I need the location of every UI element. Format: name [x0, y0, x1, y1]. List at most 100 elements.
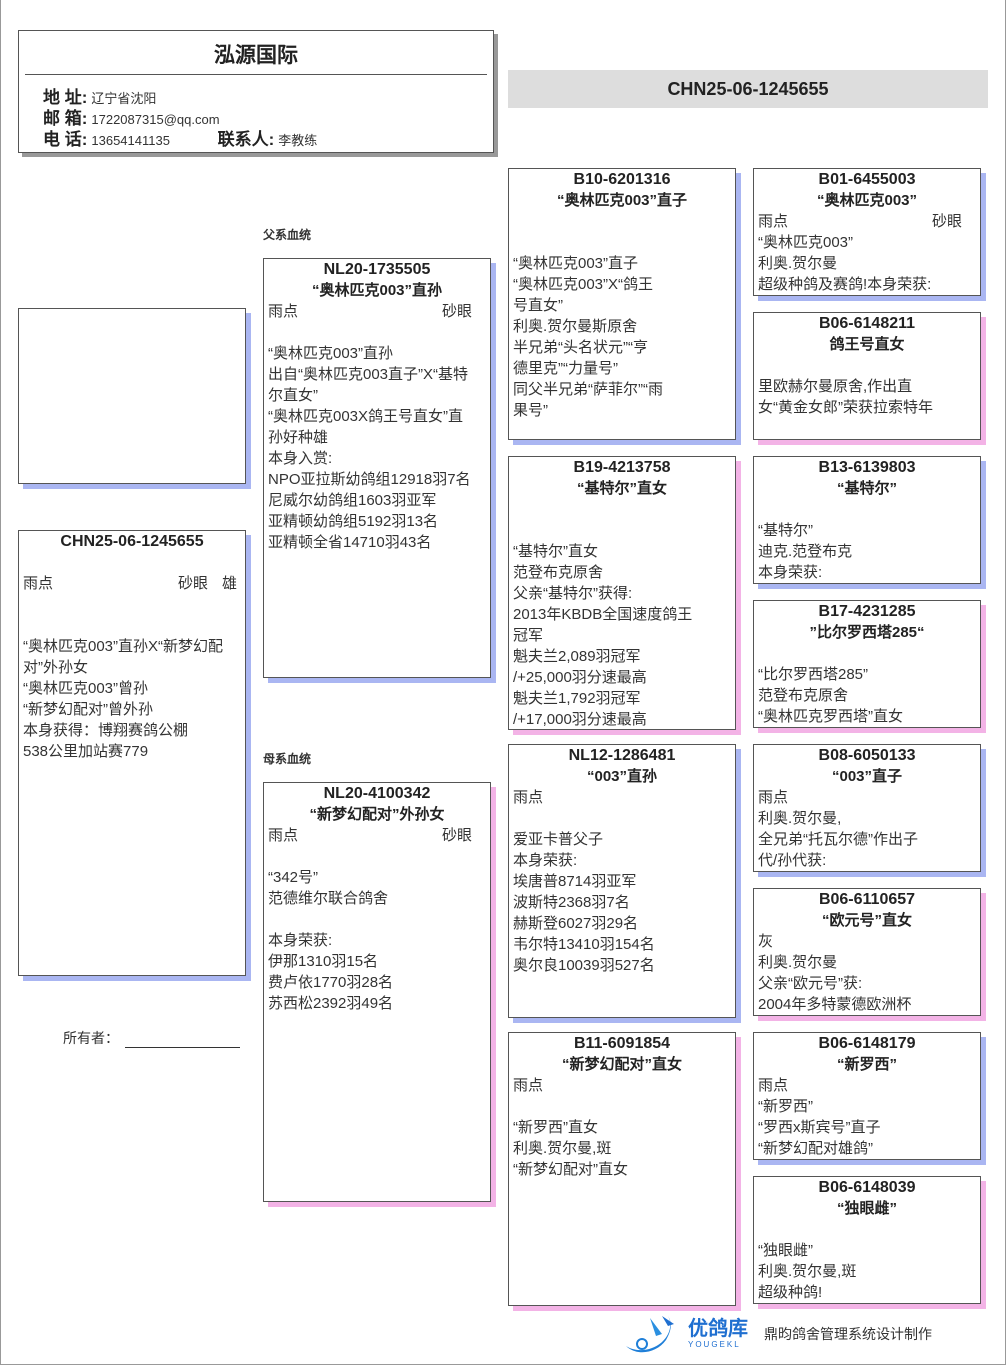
note-line: “奥林匹克罗西塔”直女: [758, 708, 903, 725]
note-line: “比尔罗西塔285”: [758, 666, 869, 683]
spacer: [543, 1075, 731, 1096]
note-line: 波斯特2368羽7名: [513, 894, 630, 911]
sex: 雄: [221, 575, 237, 592]
note-line: 利奥.贺尔曼,斑: [758, 1263, 857, 1280]
note-line: 利奥.贺尔曼,: [758, 810, 842, 827]
color-eye-row: [509, 211, 735, 232]
pigeon-name: “奥林匹克003”: [816, 192, 918, 209]
note-line: 孙好种雄: [268, 429, 329, 446]
pigeon-card[interactable]: NL12-1286481“003”直孙雨点爱亚卡普父子本身荣获:埃唐普8714羽…: [508, 744, 736, 1018]
note-line: 全兄弟“托瓦尔德”作出子: [758, 831, 918, 848]
note-line: 魁夫兰2,089羽冠军: [513, 648, 641, 665]
note-line: 本身入赏:: [268, 450, 333, 467]
note-line: “独眼雌”: [758, 1242, 813, 1259]
color-eye-row: [754, 355, 980, 376]
note-line: 利奥.贺尔曼: [758, 255, 838, 272]
pigeon-card[interactable]: B13-6139803“基特尔”“基特尔”迪克.范登布克本身荣获:: [753, 456, 981, 584]
pedigree-notes: “奥林匹克003”直孙X“新梦幻配对”外孙女“奥林匹克003”曾孙“新梦幻配对”…: [19, 636, 245, 762]
ring-number: B19-4213758: [573, 459, 671, 476]
note-line: 埃唐普8714羽亚军: [513, 873, 637, 890]
pigeon-card[interactable]: B01-6455003“奥林匹克003”雨点砂眼“奥林匹克003”利奥.贺尔曼超…: [753, 168, 981, 296]
pigeon-card[interactable]: B06-6148179“新罗西”雨点“新罗西”“罗西x斯宾号”直子“新梦幻配对雄…: [753, 1032, 981, 1160]
pigeon-card[interactable]: B06-6110657“欧元号”直女灰利奥.贺尔曼父亲“欧元号”获:2004年多…: [753, 888, 981, 1016]
pigeon-card[interactable]: B11-6091854“新梦幻配对”直女雨点“新罗西”直女利奥.贺尔曼,斑“新梦…: [508, 1032, 736, 1306]
note-line: 尼威尔幼鸽组1603羽亚军: [268, 492, 437, 509]
contact-label: 联系人:: [217, 130, 275, 149]
feather-color: 雨点: [513, 1077, 544, 1094]
pigeon-card[interactable]: B19-4213758“基特尔”直女“基特尔”直女范登布克原舍父亲“基特尔”获得…: [508, 456, 736, 730]
note-line: 女“黄金女郎”荣获拉索特年: [758, 399, 933, 416]
note-line: “奥林匹克003”直孙: [268, 345, 394, 362]
note-line: “新梦幻配对”曾外孙: [23, 701, 153, 718]
pigeon-card[interactable]: NL20-4100342“新梦幻配对”外孙女雨点砂眼“342号”范德维尔联合鸽舍…: [263, 782, 491, 1202]
pigeon-card[interactable]: B10-6201316“奥林匹克003”直子“奥林匹克003”直子“奥林匹克00…: [508, 168, 736, 440]
spacer: [788, 787, 976, 808]
credit-text: 鼎昀鸽舍管理系统设计制作: [764, 1326, 932, 1342]
spacer: [298, 825, 442, 846]
ring-number: B10-6201316: [573, 171, 671, 188]
note-line: 出自“奥林匹克003直子”X“基特: [268, 366, 469, 383]
note-line: 利奥.贺尔曼斯原舍: [513, 318, 638, 335]
loft-name: 泓源国际: [214, 44, 298, 67]
spacer: [513, 499, 731, 520]
spacer: [513, 211, 731, 232]
note-line: 代/孙代获:: [758, 852, 827, 869]
pedigree-notes: “奥林匹克003”直子“奥林匹克003”X“鸽王号直女”利奥.贺尔曼斯原舍半兄弟…: [509, 253, 735, 421]
note-line: 德里克”“力量号”: [513, 360, 618, 377]
pigeon-card[interactable]: CHN25-06-1245655 雨点砂眼雄 “奥林匹克003”直孙X“新梦幻配对”…: [18, 530, 246, 976]
note-line: “新梦幻配对雄鸽”: [758, 1140, 873, 1157]
pedigree-notes: “比尔罗西塔285” 范登布克原舍 “奥林匹克罗西塔”直女: [754, 664, 980, 727]
note-line: 本身荣获:: [268, 932, 333, 949]
note-line: “奥林匹克003”: [758, 234, 854, 251]
ring-number: CHN25-06-1245655: [60, 533, 204, 550]
pigeon-card[interactable]: B17-4231285”比尔罗西塔285““比尔罗西塔285”范登布克原舍“奥林…: [753, 600, 981, 728]
pedigree-notes: “奥林匹克003”利奥.贺尔曼超级种鸽及赛鸽!本身荣获:: [754, 232, 980, 295]
pedigree-notes: “新罗西”“罗西x斯宾号”直子“新梦幻配对雄鸽”: [754, 1096, 980, 1159]
ring-number: B06-6148211: [818, 315, 916, 332]
pigeon-card[interactable]: B06-6148039“独眼雌”“独眼雌”利奥.贺尔曼,斑超级种鸽!: [753, 1176, 981, 1304]
pigeon-name: “基特尔”: [836, 480, 897, 497]
note-line: 费卢依1770羽28名: [268, 974, 394, 991]
note-line: “奥林匹克003”直子: [513, 255, 639, 272]
color-eye-row: 雨点砂眼: [754, 211, 980, 232]
color-eye-row: 雨点: [754, 787, 980, 808]
ring-number: B06-6148039: [818, 1179, 916, 1196]
spacer: [758, 1219, 976, 1240]
note-line: 范登布克原舍: [758, 687, 849, 704]
pigeon-name: “新梦幻配对”外孙女: [309, 806, 445, 823]
maternal-label: 母系血统: [263, 752, 312, 766]
note-line: 尔直女”: [268, 387, 318, 404]
ring-number: NL20-1735505: [323, 261, 431, 278]
spacer: [773, 931, 976, 952]
note-line: “基特尔”: [758, 522, 813, 539]
owner-field: 所有者：: [63, 1028, 240, 1048]
eye-type: 砂眼: [931, 213, 962, 230]
feather-color: 雨点: [758, 1077, 789, 1094]
pigeon-card[interactable]: B08-6050133“003”直子雨点利奥.贺尔曼,全兄弟“托瓦尔德”作出子代…: [753, 744, 981, 872]
note-line: “基特尔”直女: [513, 543, 598, 560]
pigeon-name: “003”直子: [831, 768, 903, 785]
pigeon-card[interactable]: NL20-1735505“奥林匹克003”直孙雨点砂眼“奥林匹克003”直孙出自…: [263, 258, 491, 678]
pedigree-notes: 利奥.贺尔曼, 全兄弟“托瓦尔德”作出子代/孙代获:: [754, 808, 980, 871]
note-line: 号直女”: [513, 297, 563, 314]
loft-header: 泓源国际 地 址:辽宁省沈阳 邮 箱:1722087315@qq.com 电 话…: [18, 30, 494, 153]
pigeon-name: “003”直孙: [586, 768, 658, 785]
address-line: 地 址:辽宁省沈阳: [43, 83, 156, 108]
feather-color: 雨点: [758, 789, 789, 806]
yougeku-logo-icon: [626, 1316, 674, 1353]
pedigree-notes: 利奥.贺尔曼父亲“欧元号”获:2004年多特蒙德欧洲杯: [754, 952, 980, 1015]
note-line: 利奥.贺尔曼,斑: [513, 1140, 612, 1157]
pigeon-name: “独眼雌”: [836, 1200, 897, 1217]
eye-type: 砂眼: [177, 575, 208, 592]
color-eye-row: 雨点砂眼雄: [19, 573, 245, 594]
color-eye-row: [754, 499, 980, 520]
note-line: 同父半兄弟“萨菲尔”“雨: [513, 381, 663, 398]
note-line: 利奥.贺尔曼: [758, 954, 838, 971]
note-line: 伊那1310羽15名: [268, 953, 379, 970]
note-line: /+25,000羽分速最高: [513, 669, 647, 686]
ring-number: B01-6455003: [818, 171, 916, 188]
note-line: “新罗西”直女: [513, 1119, 598, 1136]
note-line: 里欧赫尔曼原舍,作出直: [758, 378, 913, 395]
color-eye-row: 雨点: [509, 787, 735, 808]
